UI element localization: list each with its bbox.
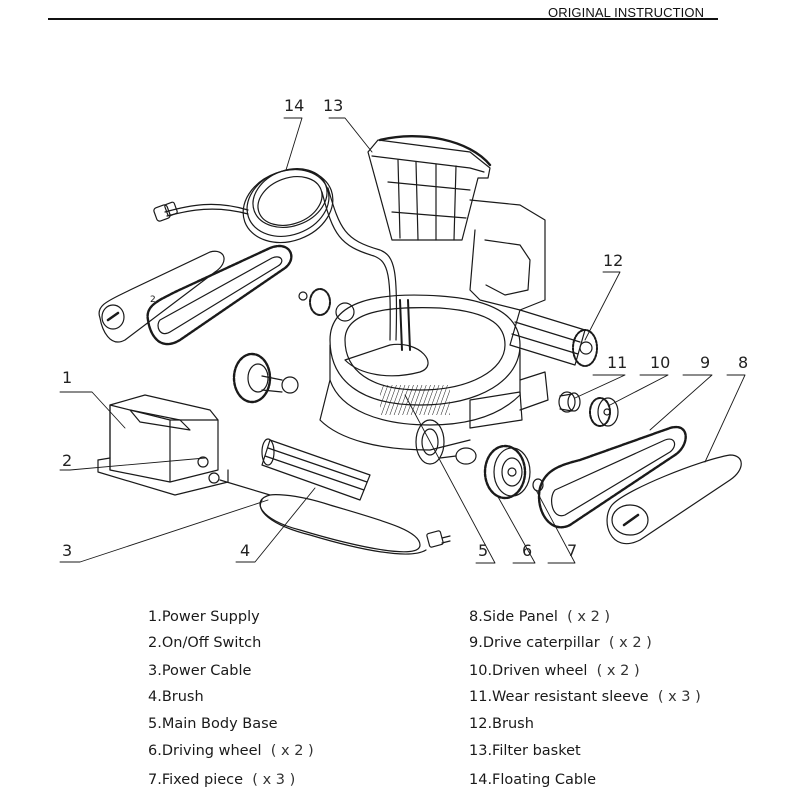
- power-supply: [97, 394, 229, 496]
- callout-10: 10: [650, 353, 670, 372]
- drive-caterpillar-left: [146, 244, 293, 346]
- callout-8: 8: [738, 353, 748, 372]
- callout-3: 3: [62, 541, 72, 560]
- callout-1: 1: [62, 368, 72, 387]
- part-item-5: 5.Main Body Base: [148, 716, 278, 732]
- front-brush: [261, 438, 371, 501]
- header-title: ORIGINAL INSTRUCTION: [548, 5, 705, 20]
- callout-numbers: 1 2 3 4 5 6 7 8 9 10 11 12 13 14: [62, 96, 748, 560]
- callout-9: 9: [700, 353, 710, 372]
- part-item-14: 14.Floating Cable: [469, 772, 597, 788]
- wear-resistant-sleeve: [558, 391, 581, 413]
- part-item-8: 8.Side Panel ( x 2 ): [469, 609, 611, 625]
- part-item-13: 13.Filter basket: [469, 743, 581, 759]
- callout-14: 14: [284, 96, 304, 115]
- power-cable: [219, 479, 451, 555]
- floating-cable: [153, 168, 398, 341]
- driven-wheel: [589, 397, 619, 427]
- driven-wheel-left: [298, 288, 355, 322]
- callout-4: 4: [240, 541, 250, 560]
- part-item-2: 2.On/Off Switch: [148, 635, 262, 651]
- part-item-12: 12.Brush: [469, 716, 534, 732]
- callout-5: 5: [478, 541, 488, 560]
- part-item-7: 7.Fixed piece ( x 3 ): [148, 772, 296, 788]
- callout-2: 2: [62, 451, 72, 470]
- rear-brush: [509, 309, 598, 367]
- part-item-3: 3.Power Cable: [148, 663, 252, 679]
- header-rule: [468, 18, 718, 20]
- side-panel-mark: 2: [150, 295, 156, 305]
- callout-11: 11: [607, 353, 627, 372]
- filter-basket: [367, 134, 546, 311]
- side-panel-right: [606, 454, 742, 545]
- driving-wheel-right: [483, 444, 531, 500]
- callout-7: 7: [567, 541, 577, 560]
- part-item-6: 6.Driving wheel ( x 2 ): [148, 743, 314, 759]
- callout-leaders: [59, 117, 746, 564]
- main-body-base: [319, 294, 549, 465]
- callout-6: 6: [522, 541, 532, 560]
- fixed-piece: [532, 478, 544, 492]
- exploded-view-diagram: 2: [59, 96, 748, 564]
- callout-13: 13: [323, 96, 343, 115]
- callout-12: 12: [603, 251, 623, 270]
- part-item-4: 4.Brush: [148, 689, 204, 705]
- drive-caterpillar-right: [537, 425, 687, 529]
- part-item-1: 1.Power Supply: [148, 609, 260, 625]
- part-item-11: 11.Wear resistant sleeve ( x 3 ): [469, 689, 701, 705]
- part-item-10: 10.Driven wheel ( x 2 ): [469, 663, 640, 679]
- part-item-9: 9.Drive caterpillar ( x 2 ): [469, 635, 652, 651]
- header-rule: [48, 18, 468, 20]
- side-panel-left: 2: [98, 250, 225, 343]
- driving-wheel-left: [232, 352, 299, 404]
